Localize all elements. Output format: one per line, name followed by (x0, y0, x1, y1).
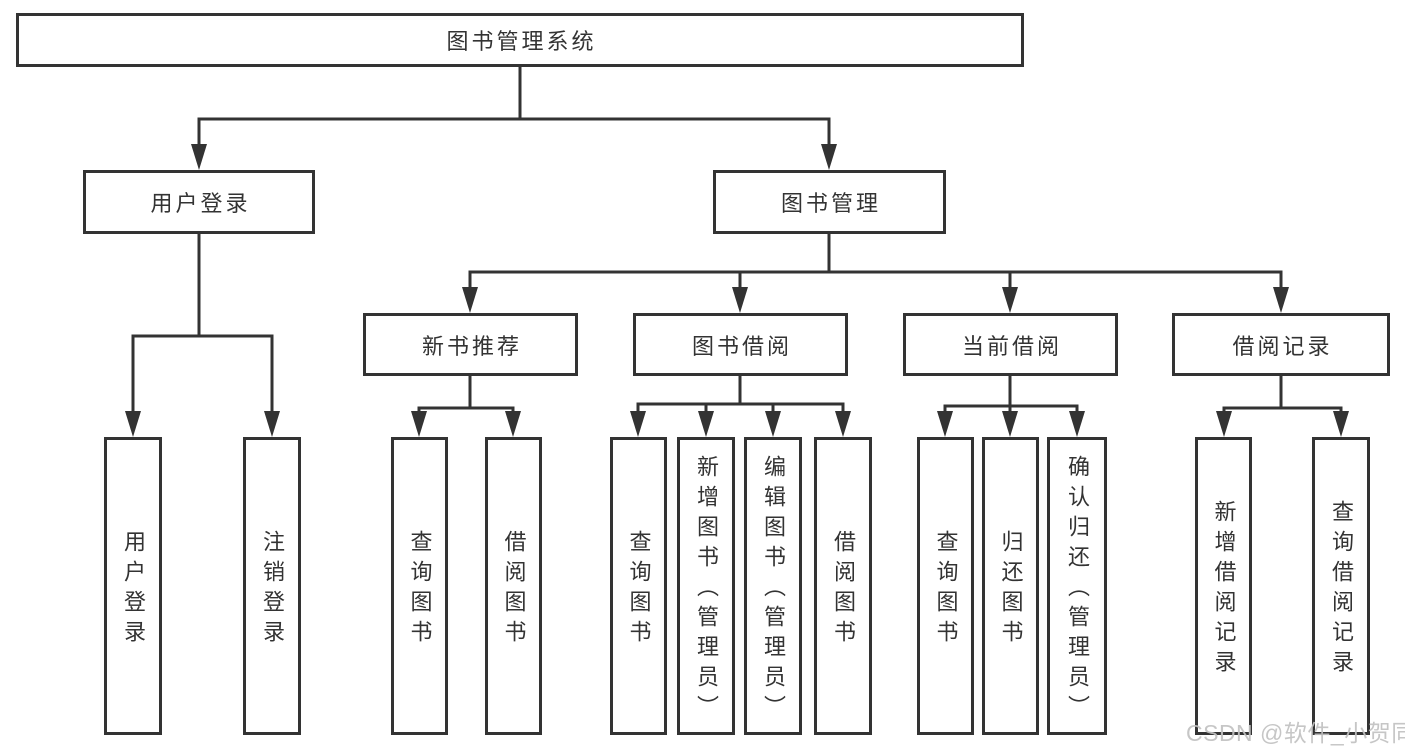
node-label: 借阅记录 (1232, 333, 1333, 359)
node-add-book-admin: 新增图书（管理员） (677, 437, 735, 735)
node-label: 查询图书 (933, 530, 959, 650)
node-label: 借阅图书 (831, 530, 856, 650)
watermark: CSDN @软件_小贺同学 (1186, 720, 1405, 746)
node-query-books-1: 查询图书 (391, 437, 448, 735)
node-label: 查询图书 (626, 530, 652, 650)
node-book-borrow: 图书借阅 (633, 313, 848, 376)
node-label: 图书管理 (780, 191, 881, 216)
node-label: 查询图书 (407, 530, 433, 650)
node-logout: 注销登录 (243, 437, 301, 735)
node-label: 新书推荐 (421, 333, 522, 359)
node-current-borrow: 当前借阅 (903, 313, 1118, 376)
node-borrow-books-2: 借阅图书 (814, 437, 872, 735)
node-confirm-return-admin: 确认归还（管理员） (1047, 437, 1107, 735)
node-label: 新增图书（管理员） (694, 455, 719, 725)
node-add-borrow-record: 新增借阅记录 (1195, 437, 1252, 735)
node-label: 编辑图书（管理员） (761, 455, 786, 725)
node-user-login-leaf: 用户登录 (104, 437, 162, 735)
node-return-book: 归还图书 (982, 437, 1039, 735)
node-borrow-books-1: 借阅图书 (485, 437, 542, 735)
node-label: 确认归还（管理员） (1065, 455, 1090, 725)
node-label: 图书借阅 (691, 333, 792, 359)
node-label: 当前借阅 (961, 333, 1062, 359)
node-query-borrow-record: 查询借阅记录 (1312, 437, 1370, 735)
node-label: 用户登录 (150, 191, 251, 216)
node-new-book-recommend: 新书推荐 (363, 313, 578, 376)
node-borrow-records: 借阅记录 (1172, 313, 1390, 376)
node-label: 归还图书 (998, 530, 1024, 650)
node-label: 注销登录 (260, 530, 285, 650)
node-edit-book-admin: 编辑图书（管理员） (744, 437, 802, 735)
node-label: 用户登录 (121, 530, 146, 650)
node-label: 图书管理系统 (446, 29, 597, 54)
node-label: 查询借阅记录 (1329, 500, 1354, 680)
node-book-management: 图书管理 (713, 170, 946, 234)
node-query-books-2: 查询图书 (610, 437, 667, 735)
node-user-login: 用户登录 (83, 170, 315, 234)
node-root: 图书管理系统 (16, 13, 1024, 67)
node-label: 借阅图书 (501, 530, 527, 650)
node-query-books-3: 查询图书 (917, 437, 974, 735)
node-label: 新增借阅记录 (1211, 500, 1237, 680)
